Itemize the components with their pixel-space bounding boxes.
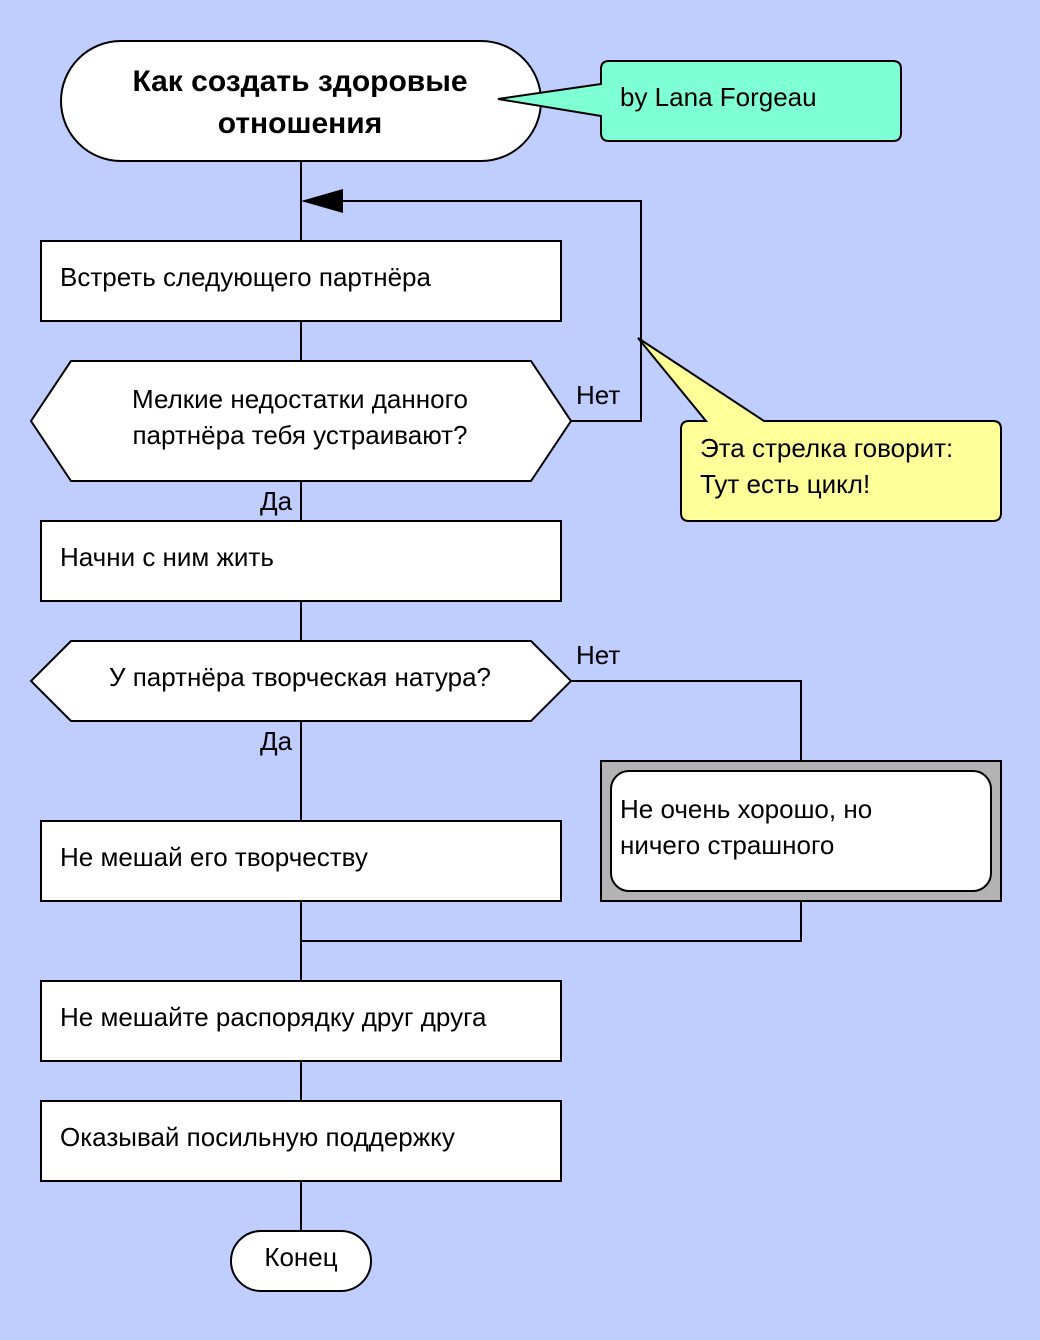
end-label: Конец [264,1242,337,1272]
loop-arrowhead-icon [301,189,343,213]
decision-creative [29,640,573,722]
author-callout-text: by Lana Forgeau [620,82,817,112]
label-yes-flaws: Да [260,486,293,516]
author-callout [497,60,902,142]
loop-callout-line-1: Эта стрелка говорит: [700,433,953,463]
loop-callout [637,337,1002,522]
step-meet-partner-label: Встреть следующего партнёра [60,262,431,292]
connectors [300,161,802,1231]
step-no-interfere-schedule [40,980,562,1062]
side-note-line-2: ничего страшного [620,830,834,860]
step-no-interfere-creativity-label: Не мешай его творчеству [60,842,368,872]
step-meet-partner [40,240,562,322]
title-line-1: Как создать здоровые [132,65,467,98]
label-no-creative: Нет [576,640,620,670]
step-live-together-label: Начни с ним жить [60,542,274,572]
decision-flaws [29,360,573,482]
label-no-flaws: Нет [576,380,620,410]
step-no-interfere-creativity [40,820,562,902]
end-terminator [230,1230,372,1292]
label-yes-creative: Да [260,726,293,756]
decision-creative-label: У партнёра творческая натура? [109,662,491,692]
decision-flaws-line-1: Мелкие недостатки данного [132,384,468,414]
side-note-box [610,770,992,892]
step-live-together [40,520,562,602]
side-note-line-1: Не очень хорошо, но [620,794,872,824]
loop-callout-line-2: Тут есть цикл! [700,469,870,499]
connector-creative-no [571,680,802,761]
title-terminator [60,40,542,162]
connector-loop-back [330,200,642,422]
decision-flaws-line-2: партнёра тебя устраивают? [132,420,467,450]
step-support [40,1100,562,1182]
connector-side-note-merge [301,901,802,942]
title-line-2: отношения [218,107,382,140]
step-support-label: Оказывай посильную поддержку [60,1122,455,1152]
step-no-interfere-schedule-label: Не мешайте распорядку друг друга [60,1002,487,1032]
